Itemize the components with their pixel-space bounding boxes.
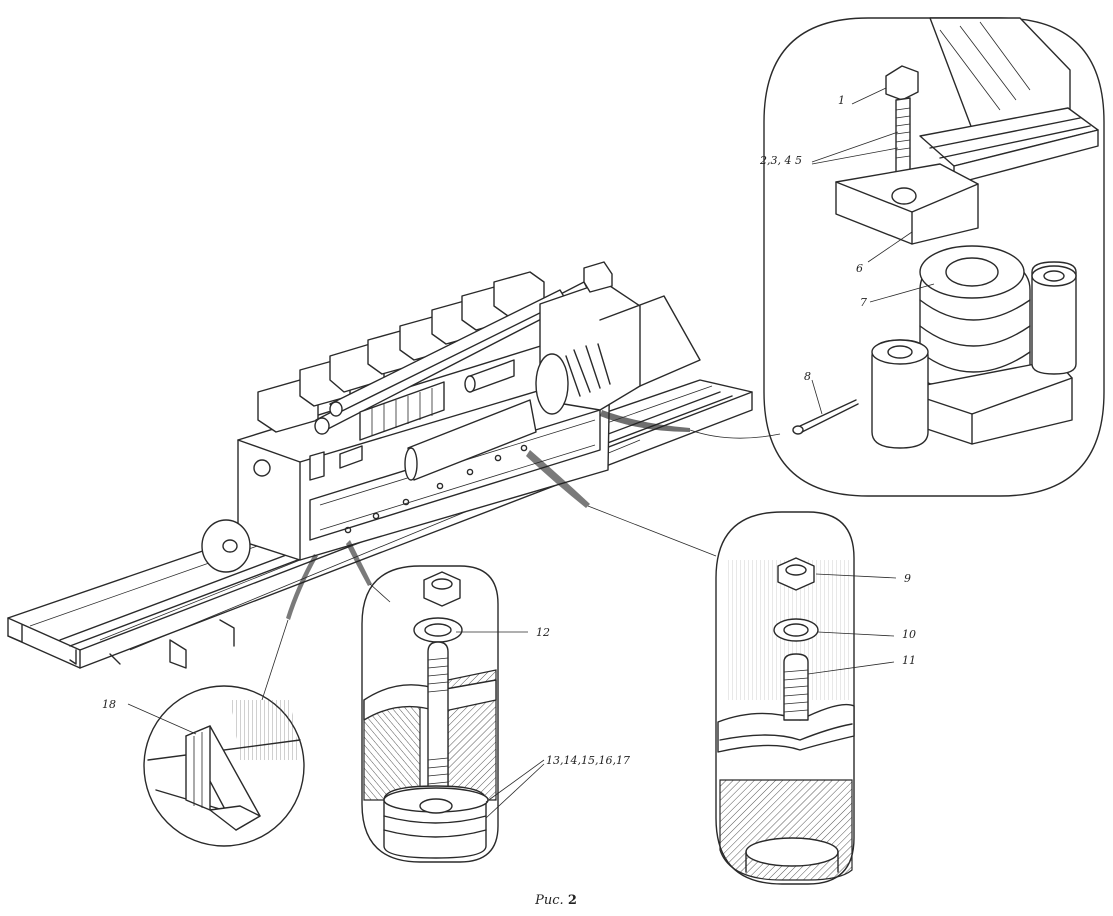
label-part-9: 9 (904, 572, 911, 585)
label-part-8: 8 (804, 370, 811, 383)
label-part-11: 11 (902, 654, 916, 667)
label-part-18: 18 (102, 698, 116, 711)
detail-spring-mount (763, 17, 1105, 497)
caption-number: 2 (568, 893, 577, 908)
label-part-12: 12 (536, 626, 550, 639)
label-part-1: 1 (838, 94, 845, 107)
pointer-sprays (286, 410, 690, 620)
callout-leaders (127, 87, 935, 819)
detail-wedge (143, 685, 305, 847)
engine-block (201, 261, 701, 573)
label-part-6: 6 (856, 262, 863, 275)
label-parts-13-17: 13,14,15,16,17 (546, 754, 630, 767)
label-part-7: 7 (860, 296, 867, 309)
injector-comb (359, 381, 445, 441)
label-part-10: 10 (902, 628, 916, 641)
detail-nut-stud (715, 511, 855, 885)
label-parts-2-5: 2,3, 4 5 (759, 154, 802, 167)
caption-prefix: Рис. (534, 893, 564, 908)
detail-long-bolt (361, 565, 499, 863)
callout-labels: 1 2,3, 4 5 6 7 8 9 10 11 12 13,14,15,16,… (102, 94, 916, 767)
main-assembly (7, 261, 753, 669)
figure-caption: Рис. 2 (534, 893, 577, 908)
